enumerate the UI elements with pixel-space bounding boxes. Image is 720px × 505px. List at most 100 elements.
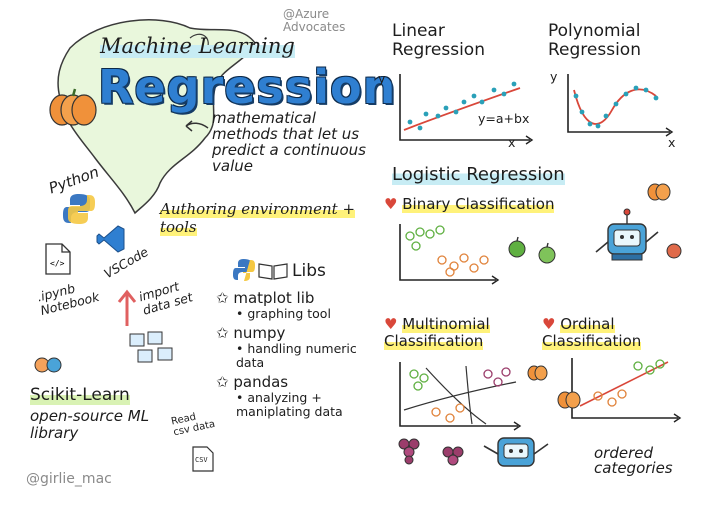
csv-file-label: CSV <box>195 456 208 464</box>
scatter-point <box>407 119 413 125</box>
scatter-point <box>623 91 629 97</box>
scatter-point <box>491 87 497 93</box>
scatter-point <box>443 105 449 111</box>
pumpkin-point <box>607 397 617 407</box>
vscode-icon <box>96 225 125 253</box>
apple-point <box>409 369 419 379</box>
scatter-point <box>603 113 609 119</box>
scatter-point <box>471 93 477 99</box>
multinomial-classification-heading: ♥ Multinomial Classification <box>384 315 490 350</box>
pumpkin-point <box>593 391 603 401</box>
linear-regression-chart <box>399 74 534 145</box>
csv-file-icon <box>192 446 214 472</box>
scatter-point <box>573 93 579 99</box>
credit-bottom: @girlie_mac <box>26 471 112 487</box>
scatter-point <box>643 87 649 93</box>
heart-icon: ♥ <box>542 315 556 333</box>
heart-icon: ♥ <box>384 315 398 333</box>
linear-y-axis-label: y <box>378 71 386 86</box>
polynomial-regression-title: Polynomial Regression <box>548 21 641 60</box>
apple-icon <box>508 236 526 258</box>
pumpkin-small-icon <box>527 365 548 381</box>
pumpkin-point <box>617 389 627 399</box>
apple-point <box>645 365 655 375</box>
notebook-icon: </> <box>45 243 71 275</box>
authoring-heading: Authoring environment + tools <box>160 200 356 236</box>
grape-point <box>483 369 493 379</box>
grape-point <box>501 367 511 377</box>
regression-definition: mathematical methods that let us predict… <box>212 109 366 175</box>
ipynb-notebook-label: .ipynb Notebook <box>35 280 101 319</box>
scatter-point <box>633 85 639 91</box>
pumpkin-small-icon <box>557 391 581 409</box>
lib-item-matplotlib: ✩ matplot lib • graphing tool <box>216 289 331 321</box>
scikit-logo-icon <box>34 357 62 373</box>
apple-point <box>425 229 435 239</box>
python-icon <box>63 194 95 224</box>
linear-equation: y=a+bx <box>478 111 530 126</box>
lib-item-pandas: ✩ pandas • analyzing + maniplating data <box>216 373 343 419</box>
polynomial-regression-chart <box>567 74 674 137</box>
ordinal-classification-heading: ♥ Ordinal Classification <box>542 315 642 350</box>
scatter-point <box>461 99 467 105</box>
page-title: Regression <box>98 60 397 114</box>
apple-point <box>655 359 665 369</box>
libs-list: ✩ matplot lib • graphing tool ✩ numpy • … <box>216 290 366 419</box>
pumpkin-point <box>445 413 455 423</box>
scatter-point <box>479 99 485 105</box>
pumpkin-point <box>459 253 469 263</box>
pumpkin-point <box>455 403 465 413</box>
scatter-point <box>653 95 659 101</box>
dataset-icon <box>129 331 173 363</box>
libs-python-icon <box>233 259 255 281</box>
apple-point <box>419 373 429 383</box>
scatter-point <box>417 125 423 131</box>
scatter-point <box>423 111 429 117</box>
scikit-description: open-source ML library <box>30 407 150 442</box>
scatter-point <box>587 121 593 127</box>
pumpkin-small-icon <box>647 183 671 201</box>
pumpkin-point <box>469 263 479 273</box>
logistic-regression-title: Logistic Regression <box>392 164 565 185</box>
apple-icon <box>538 242 556 264</box>
star-icon: ✩ <box>216 324 229 342</box>
grapes-icon <box>398 438 420 465</box>
apple-point <box>405 231 415 241</box>
grape-point <box>493 377 503 387</box>
binary-classification-chart <box>399 224 500 285</box>
scatter-point <box>453 109 459 115</box>
linear-regression-title: Linear Regression <box>392 21 485 60</box>
scikit-heading: Scikit-Learn <box>30 385 130 405</box>
pumpkin-point <box>445 267 455 277</box>
apple-red-icon <box>666 243 682 259</box>
ordinal-classification-chart <box>571 358 682 423</box>
book-icon <box>258 263 288 280</box>
scatter-point <box>579 109 585 115</box>
pumpkin-point <box>437 255 447 265</box>
scatter-point <box>501 91 507 97</box>
pumpkin-icon <box>49 88 97 126</box>
scatter-point <box>435 113 441 119</box>
subtitle: Machine Learning <box>100 34 295 58</box>
robot-icon <box>595 208 659 261</box>
scatter-point <box>595 123 601 129</box>
lib-desc: graphing tool <box>247 306 331 321</box>
ordered-categories-label: ordered categories <box>594 444 673 477</box>
apple-point <box>633 361 643 371</box>
linear-x-axis-label: x <box>508 135 516 150</box>
poly-y-axis-label: y <box>550 69 558 84</box>
apple-point <box>413 381 423 391</box>
robot-icon <box>483 437 549 467</box>
lib-desc: handling numeric data <box>236 341 357 370</box>
svg-text:</>: </> <box>50 259 65 268</box>
star-icon: ✩ <box>216 373 229 391</box>
libs-heading: Libs <box>292 261 326 281</box>
arrow-icon <box>185 120 209 132</box>
apple-point <box>411 241 421 251</box>
pumpkin-point <box>479 255 489 265</box>
up-arrow-icon <box>117 289 137 326</box>
pumpkin-point <box>431 407 441 417</box>
grapes-icon <box>442 446 464 466</box>
star-icon: ✩ <box>216 289 229 307</box>
multinomial-classification-chart <box>399 362 522 431</box>
